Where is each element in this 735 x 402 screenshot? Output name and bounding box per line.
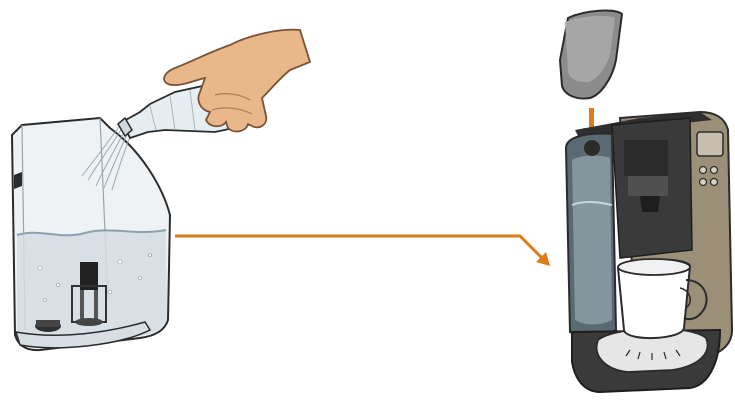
- process-arrow: [175, 234, 550, 266]
- water-filter: [71, 262, 107, 326]
- water-reservoir: [10, 116, 172, 352]
- control-buttons: [698, 165, 719, 187]
- handle-notch: [14, 172, 22, 189]
- bubbles: [37, 252, 152, 302]
- hand: [163, 28, 312, 133]
- coffee-brewer: [564, 110, 734, 394]
- display-screen: [696, 131, 724, 157]
- reservoir-base: [14, 321, 152, 349]
- coffee-mug: [616, 258, 708, 340]
- reservoir-lid: [558, 9, 624, 100]
- arrow-head: [536, 252, 550, 266]
